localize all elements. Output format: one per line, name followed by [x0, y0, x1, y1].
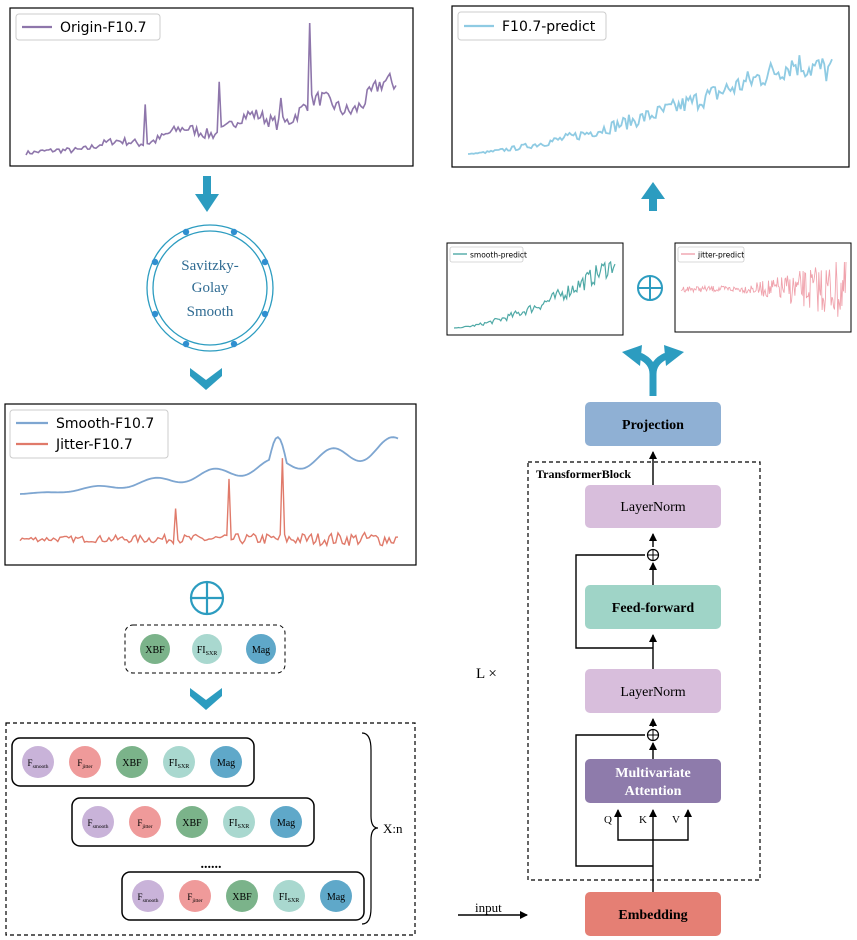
- fi-sxr-feature: FISXR: [223, 806, 255, 838]
- sum-plus-icon: [637, 275, 663, 301]
- mag-feature: Mag: [320, 880, 352, 912]
- f-jitter-feature: Fjitter: [69, 746, 101, 778]
- fi-sxr-feature: FISXR: [192, 634, 222, 664]
- jitter-legend-label: Jitter-F10.7: [55, 437, 133, 453]
- mag-feature: Mag: [210, 746, 242, 778]
- ring-dot: [261, 310, 269, 318]
- smooth-f107-series: [19, 435, 399, 495]
- mag-feature-label: Mag: [252, 645, 270, 656]
- chevron-down-icon: [190, 368, 222, 390]
- fi-sxr-feature: FISXR: [163, 746, 195, 778]
- f-smooth-feature: Fsmooth: [22, 746, 54, 778]
- layernorm-bottom-label: LayerNorm: [620, 685, 685, 700]
- mag-feature-label: Mag: [277, 818, 295, 829]
- f107-predict-series: [467, 55, 833, 155]
- f-jitter-feature: Fjitter: [129, 806, 161, 838]
- fi-sxr-feature: FISXR: [273, 880, 305, 912]
- transformer-connections: [458, 451, 692, 919]
- smooth-jitter-chart-panel: Smooth-F10.7 Jitter-F10.7: [4, 403, 417, 566]
- attention-label-line2: Attention: [625, 784, 682, 799]
- jitter-predict-series: [680, 261, 847, 317]
- value-label: V: [672, 814, 680, 826]
- predict-chart-panel: F10.7-predict: [451, 5, 850, 168]
- savitzky-golay-smoother: Savitzky- Golay Smooth: [146, 224, 274, 352]
- layernorm-bottom-block: LayerNorm: [585, 669, 721, 713]
- sequence-length-label: X:n: [383, 821, 403, 836]
- ring-dot: [261, 258, 269, 266]
- xbf-feature-label: XBF: [182, 818, 202, 829]
- transformer-block: TransformerBlock: [527, 461, 761, 881]
- origin-chart-panel: Origin-F10.7: [9, 7, 414, 167]
- embedding-block: Embedding: [585, 892, 721, 936]
- sequence-brace: [361, 732, 379, 925]
- feed-forward-label: Feed-forward: [612, 601, 695, 616]
- ring-dot: [182, 340, 190, 348]
- key-label: K: [639, 814, 647, 826]
- down-arrow-1: [195, 176, 219, 212]
- xbf-feature-label: XBF: [122, 758, 142, 769]
- xbf-feature-label: XBF: [145, 645, 165, 656]
- ring-dot: [230, 340, 238, 348]
- mag-feature-label: Mag: [217, 758, 235, 769]
- jitter-predict-panel: jitter-predict: [674, 242, 852, 333]
- layer-repeat-label: L ×: [476, 666, 497, 682]
- attention-label-line1: Multivariate: [615, 766, 690, 781]
- f-smooth-feature: Fsmooth: [82, 806, 114, 838]
- up-arrow: [641, 182, 665, 211]
- input-label: input: [475, 900, 502, 915]
- f-smooth-feature: Fsmooth: [132, 880, 164, 912]
- mag-feature: Mag: [270, 806, 302, 838]
- origin-f107-series: [25, 22, 397, 156]
- ring-dot: [151, 258, 159, 266]
- projection-block: Projection: [585, 402, 721, 446]
- ring-dot: [230, 228, 238, 236]
- smoother-label-line1: Savitzky-: [181, 258, 239, 274]
- ring-dot: [151, 310, 159, 318]
- concat-plus-icon: [189, 580, 225, 616]
- smooth-predict-series: [453, 260, 616, 329]
- smooth-predict-panel: smooth-predict: [446, 242, 624, 336]
- jitter-predict-legend-label: jitter-predict: [697, 251, 744, 260]
- f-jitter-feature: Fjitter: [179, 880, 211, 912]
- jitter-f107-series: [19, 458, 399, 548]
- ring-dot: [182, 228, 190, 236]
- xbf-feature: XBF: [140, 634, 170, 664]
- layernorm-top-block: LayerNorm: [585, 485, 721, 528]
- auxiliary-feature-group: XBF FISXR Mag: [124, 624, 286, 674]
- origin-legend-label: Origin-F10.7: [60, 20, 147, 36]
- multivariate-attention-block: Multivariate Attention: [585, 759, 721, 803]
- residual-add-icon: [646, 548, 660, 562]
- smoother-label-line2: Golay: [192, 280, 229, 296]
- xbf-feature: XBF: [176, 806, 208, 838]
- feed-forward-block: Feed-forward: [585, 585, 721, 629]
- split-arrow-icon: [622, 345, 684, 396]
- transformer-block-title: TransformerBlock: [536, 467, 631, 481]
- smooth-predict-legend-label: smooth-predict: [470, 251, 527, 260]
- smoother-label-line3: Smooth: [187, 304, 234, 320]
- smooth-legend-label: Smooth-F10.7: [56, 416, 154, 432]
- xbf-feature: XBF: [226, 880, 258, 912]
- sequence-ellipsis: ......: [201, 857, 222, 872]
- xbf-feature: XBF: [116, 746, 148, 778]
- mag-feature-label: Mag: [327, 892, 345, 903]
- query-label: Q: [604, 814, 612, 826]
- xbf-feature-label: XBF: [232, 892, 252, 903]
- predict-legend-label: F10.7-predict: [502, 19, 596, 35]
- mag-feature: Mag: [246, 634, 276, 664]
- projection-label: Projection: [622, 418, 684, 433]
- chevron-down-icon: [190, 688, 222, 710]
- layernorm-top-label: LayerNorm: [620, 500, 685, 515]
- embedding-label: Embedding: [618, 908, 687, 923]
- residual-add-icon: [646, 728, 660, 742]
